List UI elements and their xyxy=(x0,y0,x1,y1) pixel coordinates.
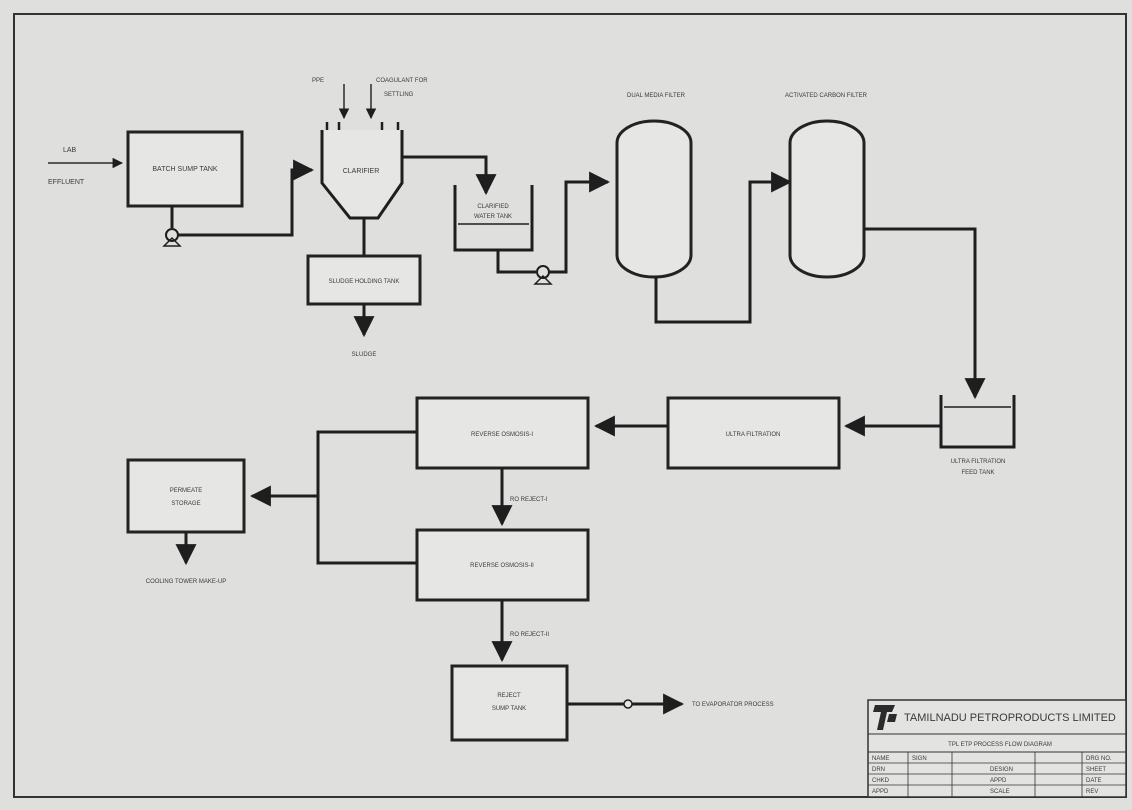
reject1-label: RO REJECT-I xyxy=(510,497,548,503)
tb-r1c2: DESIGN xyxy=(990,767,1013,773)
dosing-chem1: PPE xyxy=(312,78,324,84)
tb-r2c0: CHKD xyxy=(872,778,890,784)
reject2-label: RO REJECT-II xyxy=(510,632,549,638)
permeate-label-line2: STORAGE xyxy=(171,501,200,507)
company-name: TAMILNADU PETROPRODUCTS LIMITED xyxy=(904,712,1116,724)
dmf-label: DUAL MEDIA FILTER xyxy=(627,93,686,99)
pipe-permeate-collector xyxy=(316,430,417,565)
clarified-tank-label-line2: WATER TANK xyxy=(474,214,512,220)
input-label-line2: EFFLUENT xyxy=(48,179,85,186)
ro1-label: REVERSE OSMOSIS-I xyxy=(471,432,533,438)
clarified-tank-label-line1: CLARIFIED xyxy=(477,204,509,210)
input-label-line1: LAB xyxy=(63,147,77,154)
clarified-tank-vessel xyxy=(453,185,534,252)
dmf-vessel xyxy=(615,119,693,279)
buffer-tank-label: BATCH SUMP TANK xyxy=(152,166,218,173)
pipe-to-dmf xyxy=(549,171,611,274)
uf-tank-label-line1: ULTRA FILTRATION xyxy=(951,459,1006,465)
title-block-frame xyxy=(867,699,1127,798)
reuse-label: COOLING TOWER MAKE-UP xyxy=(146,579,226,585)
uf-feed-tank-vessel xyxy=(939,395,1016,449)
pipe-to-clarified-tank xyxy=(402,155,497,196)
drawing-title: TPL ETP PROCESS FLOW DIAGRAM xyxy=(948,742,1052,748)
dosing-chem2-line1: COAGULANT FOR xyxy=(376,78,428,84)
disposal-label: TO EVAPORATOR PROCESS xyxy=(692,702,774,708)
tb-r1c3: SHEET xyxy=(1086,767,1106,773)
tb-r3c2: SCALE xyxy=(990,789,1010,795)
tb-r2c3: DATE xyxy=(1086,778,1102,784)
valve-icon xyxy=(623,699,633,709)
pump-icon xyxy=(165,228,179,242)
pump-base-icon xyxy=(162,236,182,247)
uf-system-box xyxy=(666,396,841,470)
tb-r2c2: APPD xyxy=(990,778,1007,784)
pipe-dmf-to-acf xyxy=(654,171,793,324)
tb-r0c3: DRG NO. xyxy=(1086,756,1112,762)
company-logo-accent-icon xyxy=(887,714,897,722)
reject-tank-label-line1: REJECT xyxy=(497,693,521,699)
buffer-tank-box xyxy=(126,130,244,208)
tb-r0c0: NAME xyxy=(872,756,889,762)
permeate-label-line1: PERMEATE xyxy=(170,488,203,494)
tb-r0c1: SIGN xyxy=(912,756,927,762)
title-block: TAMILNADU PETROPRODUCTS LIMITED TPL ETP … xyxy=(867,699,1127,798)
pipe-clarified-pump xyxy=(496,250,536,274)
sludge-tank-label: SLUDGE HOLDING TANK xyxy=(329,279,400,285)
drawing-border xyxy=(13,13,1127,798)
pipe-acf-to-uf-tank xyxy=(864,227,986,400)
tb-r3c3: REV xyxy=(1086,789,1098,795)
pipe-to-clarifier xyxy=(178,159,315,237)
acf-vessel xyxy=(788,119,866,279)
tb-r3c0: APPD xyxy=(872,789,889,795)
uf-tank-label-line2: FEED TANK xyxy=(961,470,994,476)
ro2-label: REVERSE OSMOSIS-II xyxy=(470,563,534,569)
reject-sump-box xyxy=(450,664,569,742)
company-logo-icon xyxy=(873,705,895,730)
reject-tank-label-line2: SUMP TANK xyxy=(492,706,526,712)
pump-2-base-icon xyxy=(533,274,553,285)
acf-label: ACTIVATED CARBON FILTER xyxy=(785,93,868,99)
sludge-out-label: SLUDGE xyxy=(352,352,377,358)
clarifier-label: CLARIFIER xyxy=(343,168,380,175)
dosing-chem2-line2: SETTLING xyxy=(384,92,414,98)
ro1-box xyxy=(415,396,590,470)
permeate-storage-box xyxy=(126,458,246,534)
uf-system-label: ULTRA FILTRATION xyxy=(726,432,781,438)
tb-r1c0: DRN xyxy=(872,767,885,773)
